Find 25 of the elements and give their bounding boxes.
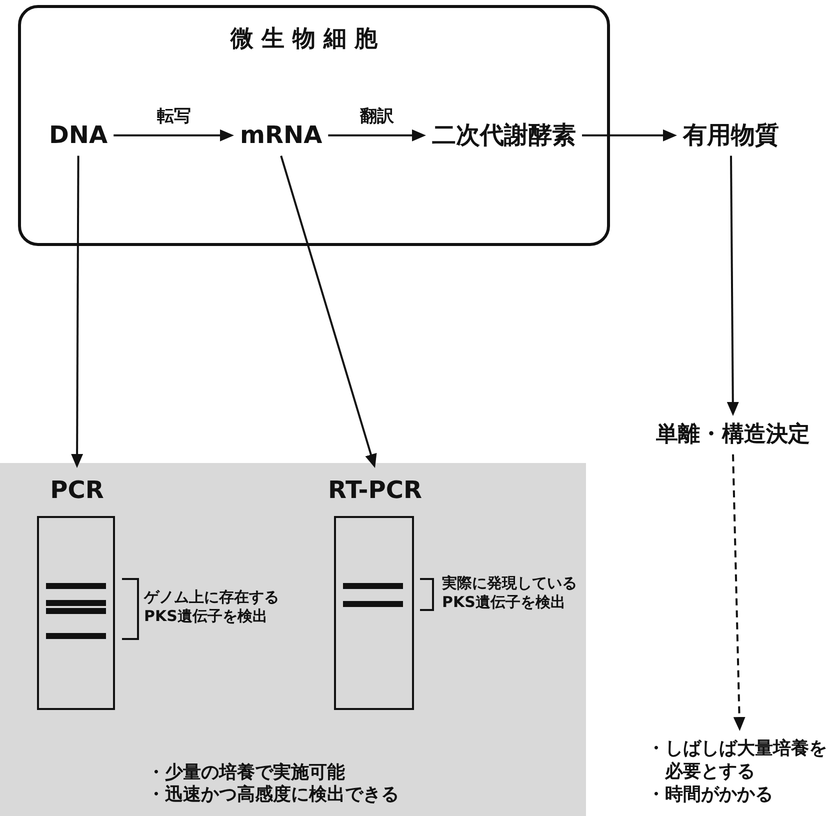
arrow <box>582 129 677 142</box>
bullet-text: ・迅速かつ高感度に検出できる <box>147 784 399 806</box>
arrow <box>280 156 377 468</box>
arrow <box>114 129 234 142</box>
edge-label: 転写 <box>154 107 193 128</box>
bullet-text: ・少量の培養で実施可能 <box>147 762 345 784</box>
bullet-text: ・時間がかかる <box>647 783 773 806</box>
step-label: 単離・構造決定 <box>656 422 810 448</box>
annotation-text: 実際に発現しているPKS遺伝子を検出 <box>442 574 578 612</box>
term-label: DNA <box>49 121 108 150</box>
arrow <box>71 156 84 468</box>
term-label: 二次代謝酵素 <box>432 121 576 150</box>
annotation-text: ゲノム上に存在するPKS遺伝子を検出 <box>144 588 280 626</box>
dashed-arrow <box>732 454 746 731</box>
rounded-box <box>18 5 610 246</box>
arrow <box>726 156 739 416</box>
edge-label: 翻訳 <box>358 107 396 128</box>
bullet-text: ・しばしば大量培養を必要とする <box>647 737 828 783</box>
lane-heading: PCR <box>50 476 104 505</box>
lane-heading: RT-PCR <box>328 476 422 505</box>
term-label: 有用物質 <box>683 121 779 150</box>
shaded-panel <box>0 463 586 816</box>
box-title: 微生物細胞 <box>230 26 386 54</box>
term-label: mRNA <box>240 121 322 150</box>
arrow <box>328 129 426 142</box>
